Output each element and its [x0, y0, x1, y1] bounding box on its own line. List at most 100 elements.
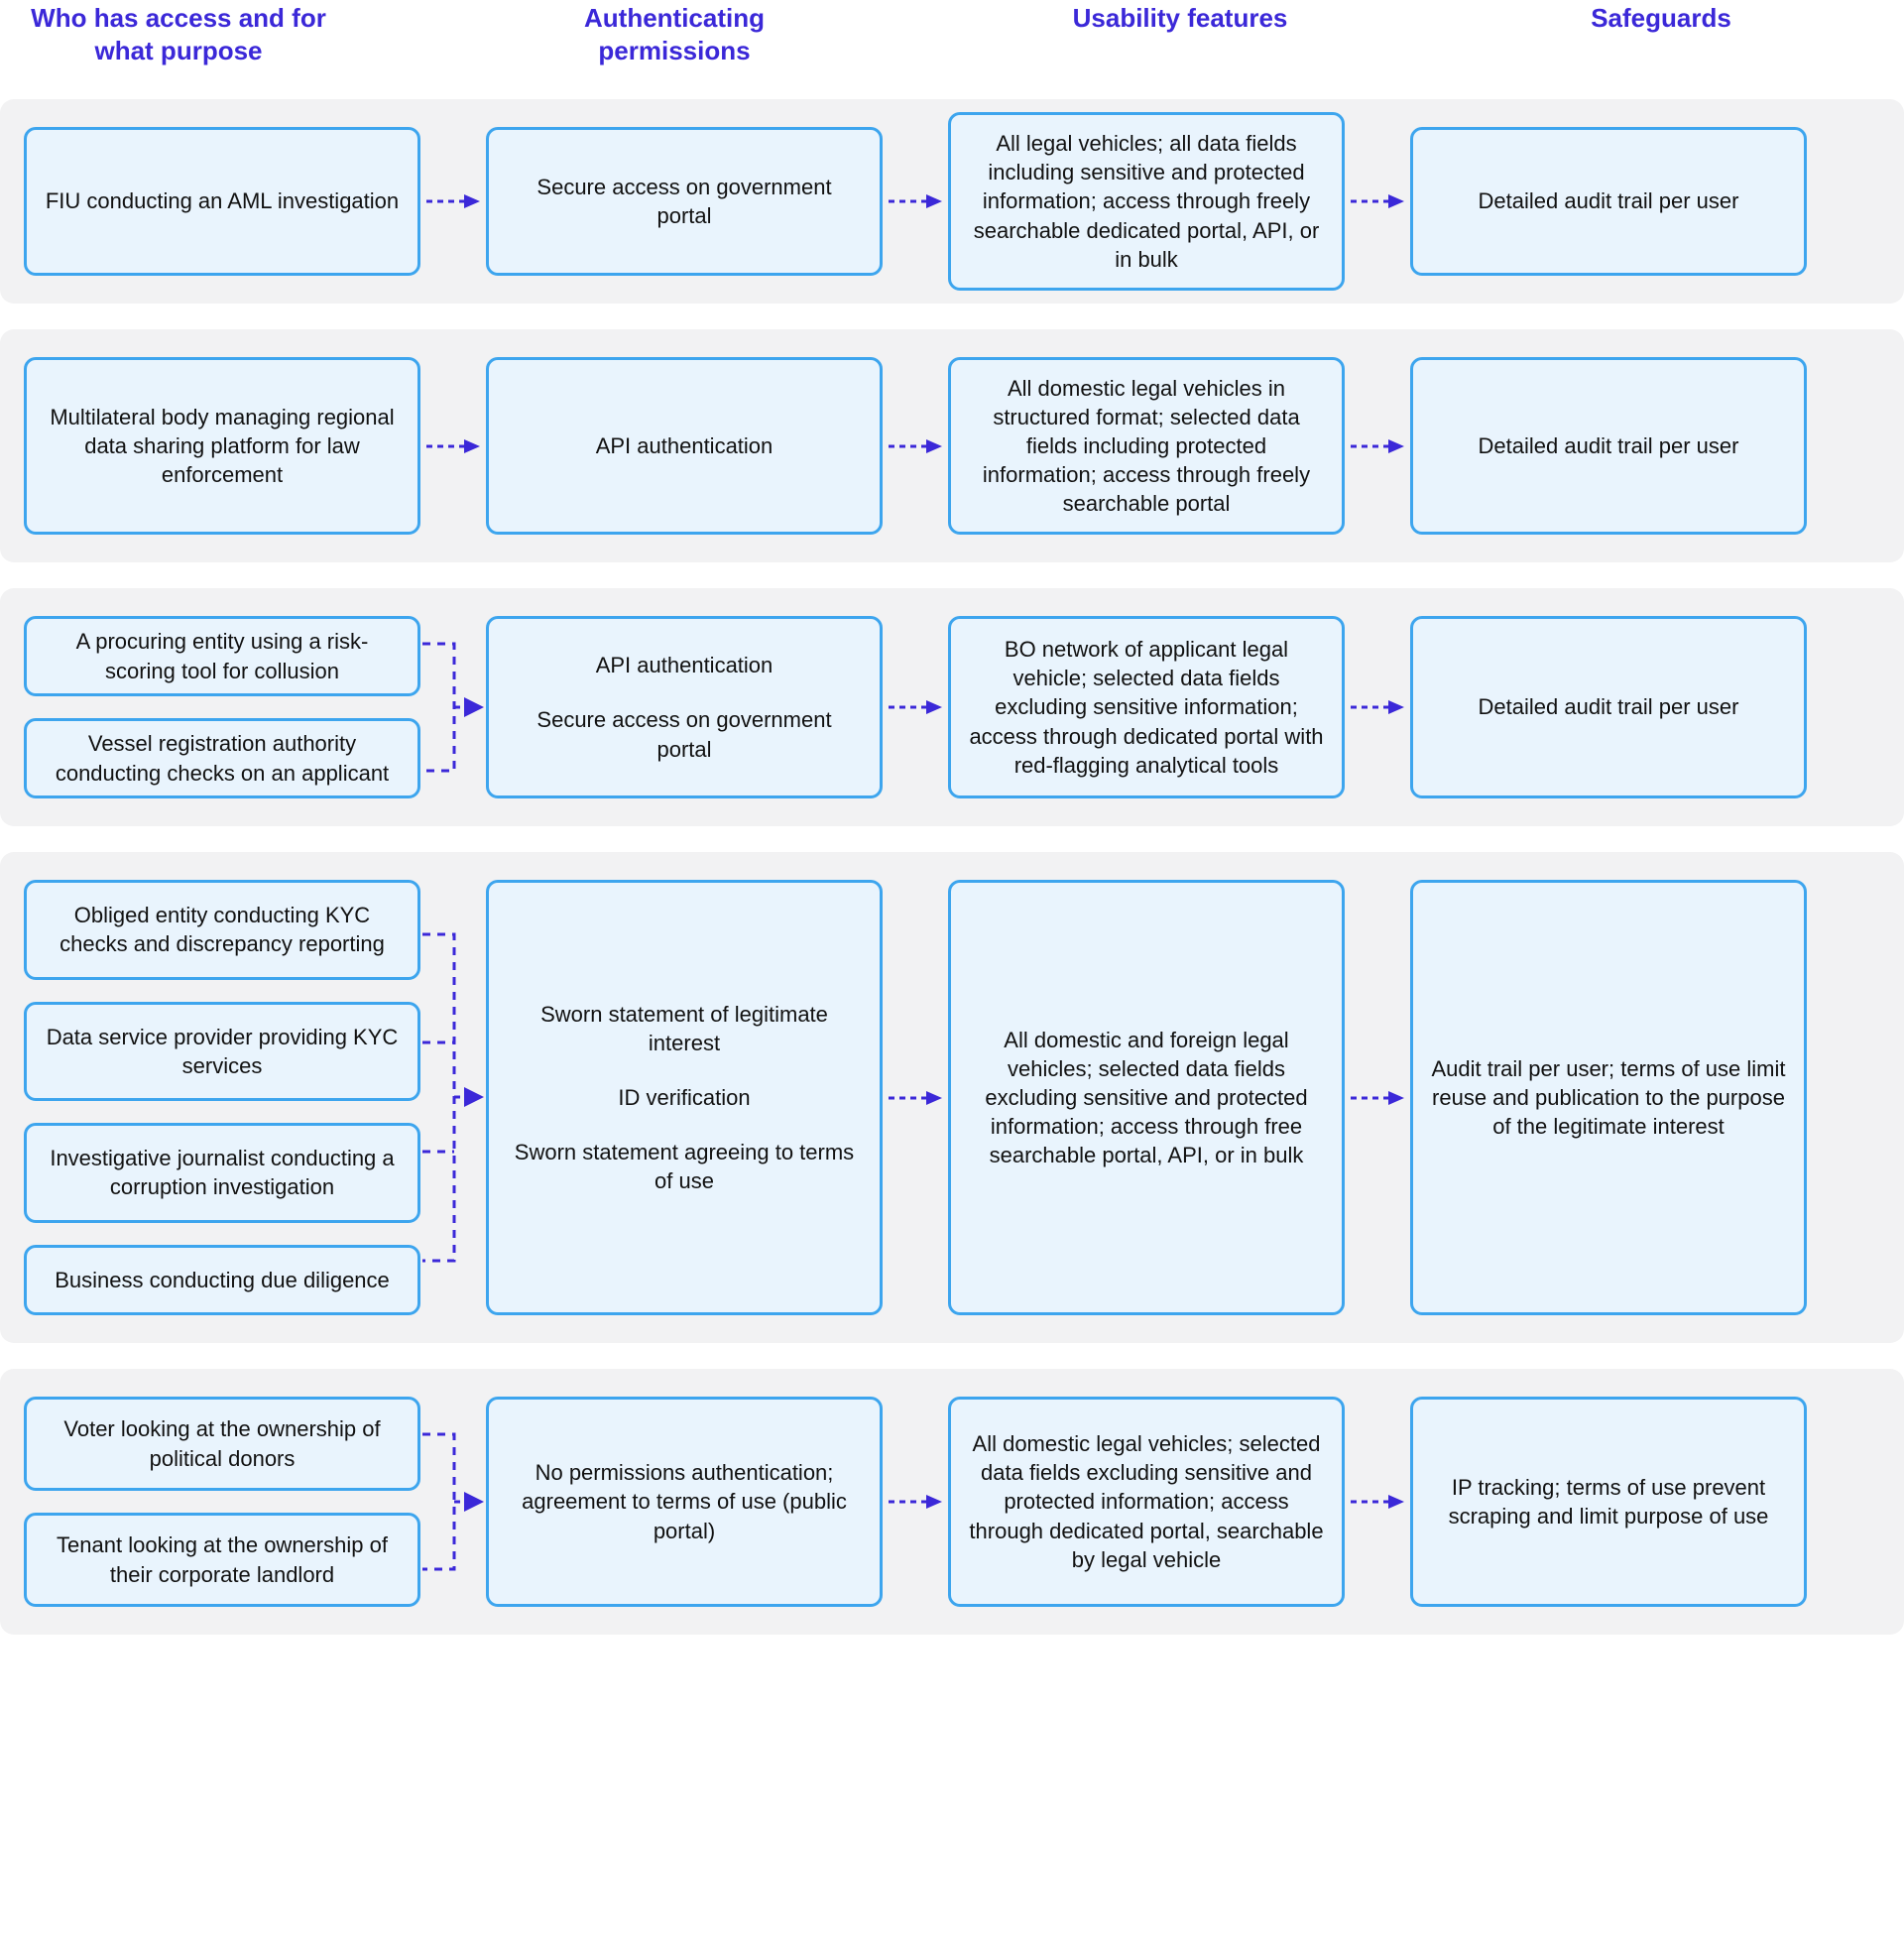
box-text: FIU conducting an AML investigation — [45, 188, 400, 214]
connector-auth-to-usability — [883, 616, 948, 798]
box-text: All legal vehicles; all data fields incl… — [973, 131, 1320, 272]
access-box[interactable]: A procuring entity using a risk-scoring … — [24, 616, 420, 696]
connector-usability-to-safeguards — [1345, 880, 1410, 1315]
row-procuring-access-cell: A procuring entity using a risk-scoring … — [24, 616, 420, 798]
bracket-connector-icon — [420, 1397, 486, 1607]
box-text: API authentication — [595, 432, 774, 458]
box-text: Voter looking at the ownership of politi… — [63, 1416, 381, 1471]
connector-auth-to-usability — [883, 357, 948, 535]
box-text: Sworn statement of legitimate interest — [540, 1001, 828, 1055]
row-procuring-usability-cell: BO network of applicant legal vehicle; s… — [948, 616, 1345, 798]
arrow-icon — [1351, 699, 1404, 715]
row-obliged: Obliged entity conducting KYC checks and… — [0, 852, 1904, 1343]
box-text: Secure access on government portal — [536, 707, 832, 762]
auth-box[interactable]: API authentication Secure access on gove… — [486, 616, 883, 798]
usability-box[interactable]: All legal vehicles; all data fields incl… — [948, 112, 1345, 291]
box-text: All domestic and foreign legal vehicles;… — [985, 1027, 1308, 1168]
usability-box[interactable]: All domestic and foreign legal vehicles;… — [948, 880, 1345, 1315]
column-header-auth: Authenticating permissions — [584, 3, 765, 66]
connector-access-to-auth — [420, 357, 486, 535]
box-text: Detailed audit trail per user — [1478, 432, 1739, 458]
connector-usability-to-safeguards — [1345, 1397, 1410, 1607]
safeguards-box[interactable]: Detailed audit trail per user — [1410, 127, 1807, 276]
connector-usability-to-safeguards — [1345, 616, 1410, 798]
arrow-icon — [889, 438, 942, 454]
row-obliged-safeguards-cell: Audit trail per user; terms of use limit… — [1410, 880, 1807, 1315]
arrow-icon — [426, 438, 480, 454]
row-procuring: A procuring entity using a risk-scoring … — [0, 588, 1904, 826]
arrow-icon — [1351, 438, 1404, 454]
box-text: No permissions authentication; agreement… — [522, 1460, 847, 1543]
row-public-usability-cell: All domestic legal vehicles; selected da… — [948, 1397, 1345, 1607]
auth-box[interactable]: No permissions authentication; agreement… — [486, 1397, 883, 1607]
bracket-connector-icon — [420, 616, 486, 798]
box-text: A procuring entity using a risk-scoring … — [75, 629, 369, 683]
safeguards-box[interactable]: Audit trail per user; terms of use limit… — [1410, 880, 1807, 1315]
box-text: Multilateral body managing regional data… — [50, 404, 395, 488]
access-box[interactable]: Voter looking at the ownership of politi… — [24, 1397, 420, 1491]
column-headers: Who has access and for what purpose Auth… — [0, 0, 1904, 99]
column-header-access: Who has access and for what purpose — [31, 3, 326, 66]
row-public: Voter looking at the ownership of politi… — [0, 1369, 1904, 1635]
row-fiu-safeguards-cell: Detailed audit trail per user — [1410, 127, 1807, 276]
access-box[interactable]: Vessel registration authority conducting… — [24, 718, 420, 798]
usability-box[interactable]: All domestic legal vehicles in structure… — [948, 356, 1345, 536]
box-text: IP tracking; terms of use prevent scrapi… — [1448, 1474, 1769, 1529]
arrow-icon — [1351, 1494, 1404, 1510]
access-box[interactable]: Investigative journalist conducting a co… — [24, 1123, 420, 1223]
arrow-icon — [1351, 1090, 1404, 1106]
row-fiu: FIU conducting an AML investigation Secu… — [0, 99, 1904, 304]
box-text: Tenant looking at the ownership of their… — [57, 1532, 388, 1587]
connector-auth-to-usability — [883, 880, 948, 1315]
row-obliged-usability-cell: All domestic and foreign legal vehicles;… — [948, 880, 1345, 1315]
access-box[interactable]: Obliged entity conducting KYC checks and… — [24, 879, 420, 980]
arrow-icon — [889, 1494, 942, 1510]
column-header-usability: Usability features — [1072, 3, 1288, 33]
box-text: Sworn statement agreeing to terms of use — [514, 1140, 855, 1194]
row-procuring-auth-cell: API authentication Secure access on gove… — [486, 616, 883, 798]
row-list: FIU conducting an AML investigation Secu… — [0, 99, 1904, 1635]
connector-access-to-auth — [420, 880, 486, 1315]
access-box[interactable]: Tenant looking at the ownership of their… — [24, 1513, 420, 1607]
box-text: Vessel registration authority conducting… — [55, 731, 390, 786]
usability-box[interactable]: BO network of applicant legal vehicle; s… — [948, 616, 1345, 798]
access-box-stack: Obliged entity conducting KYC checks and… — [24, 879, 420, 1316]
box-text: API authentication — [595, 653, 774, 678]
safeguards-box[interactable]: Detailed audit trail per user — [1410, 616, 1807, 798]
safeguards-box[interactable]: Detailed audit trail per user — [1410, 357, 1807, 535]
row-public-auth-cell: No permissions authentication; agreement… — [486, 1397, 883, 1607]
box-text: Business conducting due diligence — [55, 1267, 390, 1292]
usability-box[interactable]: All domestic legal vehicles; selected da… — [948, 1397, 1345, 1607]
box-text: Investigative journalist conducting a co… — [50, 1146, 395, 1200]
row-multilateral-safeguards-cell: Detailed audit trail per user — [1410, 357, 1807, 535]
access-box[interactable]: Data service provider providing KYC serv… — [24, 1001, 420, 1102]
box-text: Detailed audit trail per user — [1478, 694, 1739, 720]
arrow-icon — [1351, 193, 1404, 209]
row-multilateral: Multilateral body managing regional data… — [0, 329, 1904, 562]
connector-access-to-auth — [420, 616, 486, 798]
auth-box[interactable]: Sworn statement of legitimate interest I… — [486, 880, 883, 1315]
auth-box[interactable]: API authentication — [486, 357, 883, 535]
box-text: Audit trail per user; terms of use limit… — [1431, 1055, 1786, 1140]
connector-access-to-auth — [420, 1397, 486, 1607]
row-procuring-safeguards-cell: Detailed audit trail per user — [1410, 616, 1807, 798]
access-box-stack: Voter looking at the ownership of politi… — [24, 1397, 420, 1607]
safeguards-box[interactable]: IP tracking; terms of use prevent scrapi… — [1410, 1397, 1807, 1607]
bracket-connector-icon — [420, 880, 486, 1315]
connector-usability-to-safeguards — [1345, 357, 1410, 535]
access-box[interactable]: Multilateral body managing regional data… — [24, 357, 420, 535]
box-text: All domestic legal vehicles; selected da… — [969, 1431, 1324, 1572]
box-text: Data service provider providing KYC serv… — [46, 1024, 399, 1078]
auth-box[interactable]: Secure access on government portal — [486, 127, 883, 276]
row-multilateral-auth-cell: API authentication — [486, 357, 883, 535]
access-box[interactable]: FIU conducting an AML investigation — [24, 127, 420, 276]
access-box[interactable]: Business conducting due diligence — [24, 1244, 420, 1316]
access-box-stack: A procuring entity using a risk-scoring … — [24, 616, 420, 798]
connector-usability-to-safeguards — [1345, 127, 1410, 276]
box-text: BO network of applicant legal vehicle; s… — [969, 637, 1324, 778]
row-obliged-auth-cell: Sworn statement of legitimate interest I… — [486, 880, 883, 1315]
row-fiu-usability-cell: All legal vehicles; all data fields incl… — [948, 112, 1345, 291]
connector-access-to-auth — [420, 127, 486, 276]
box-text: Obliged entity conducting KYC checks and… — [60, 903, 385, 957]
